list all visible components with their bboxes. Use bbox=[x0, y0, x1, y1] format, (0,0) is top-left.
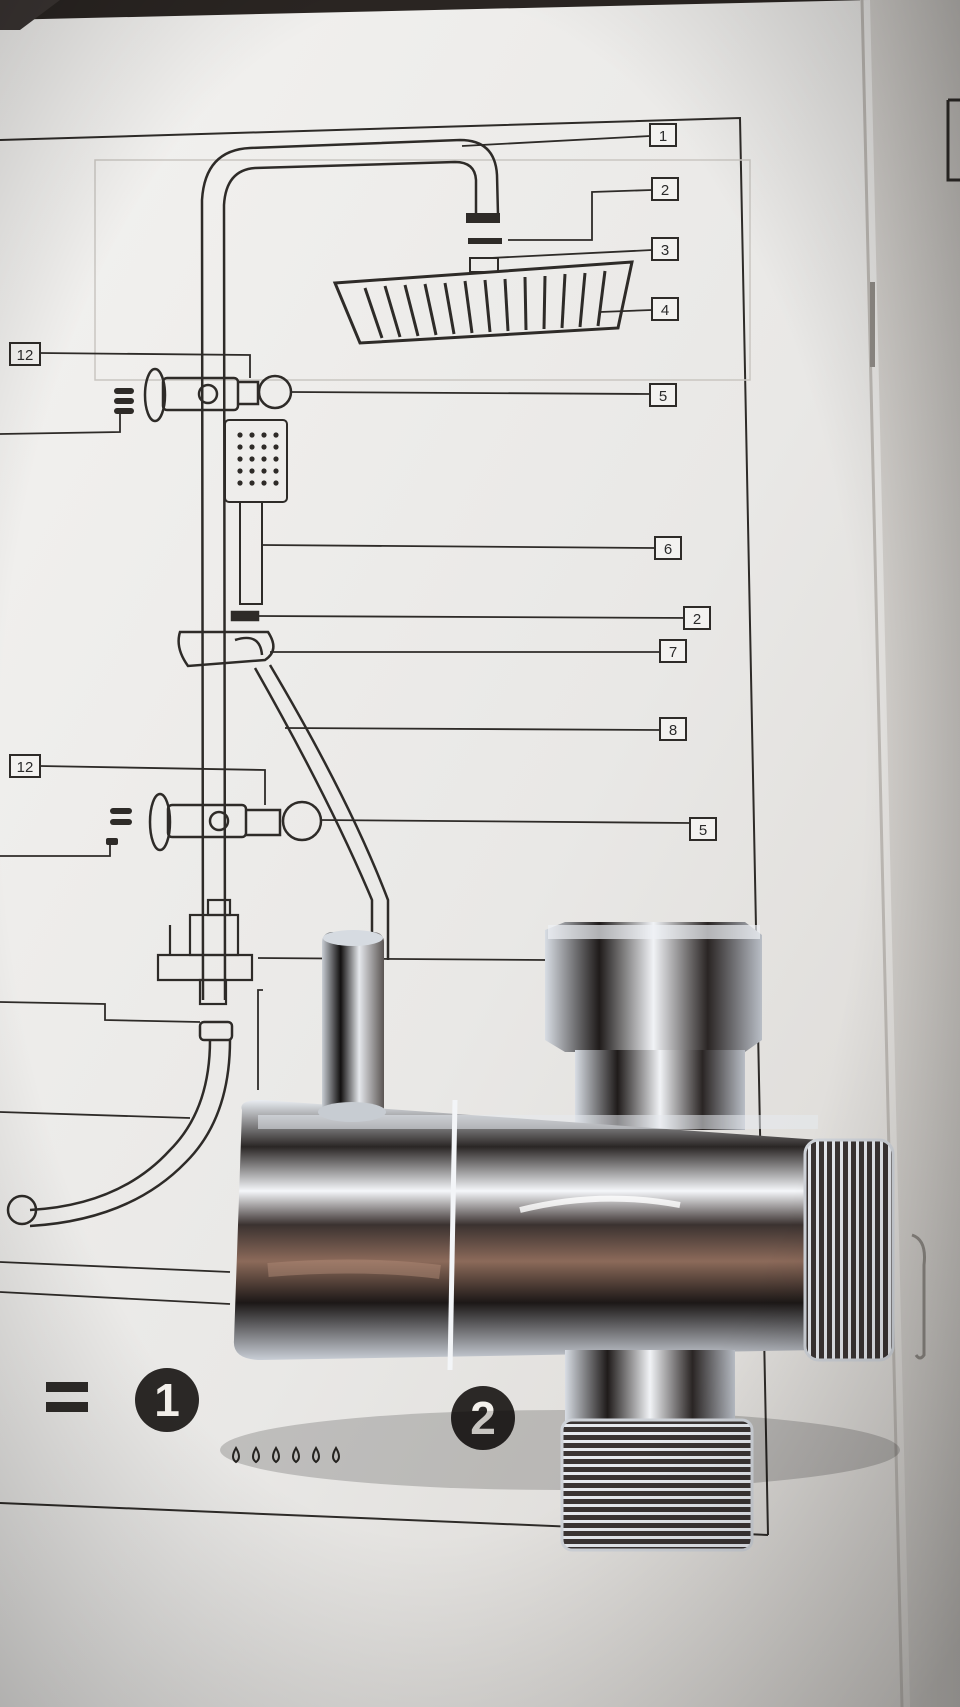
vignette-overlay bbox=[0, 0, 960, 1707]
photo-scene: 1 2 3 4 5 6 2 7 8 5 12 12 bbox=[0, 0, 960, 1707]
